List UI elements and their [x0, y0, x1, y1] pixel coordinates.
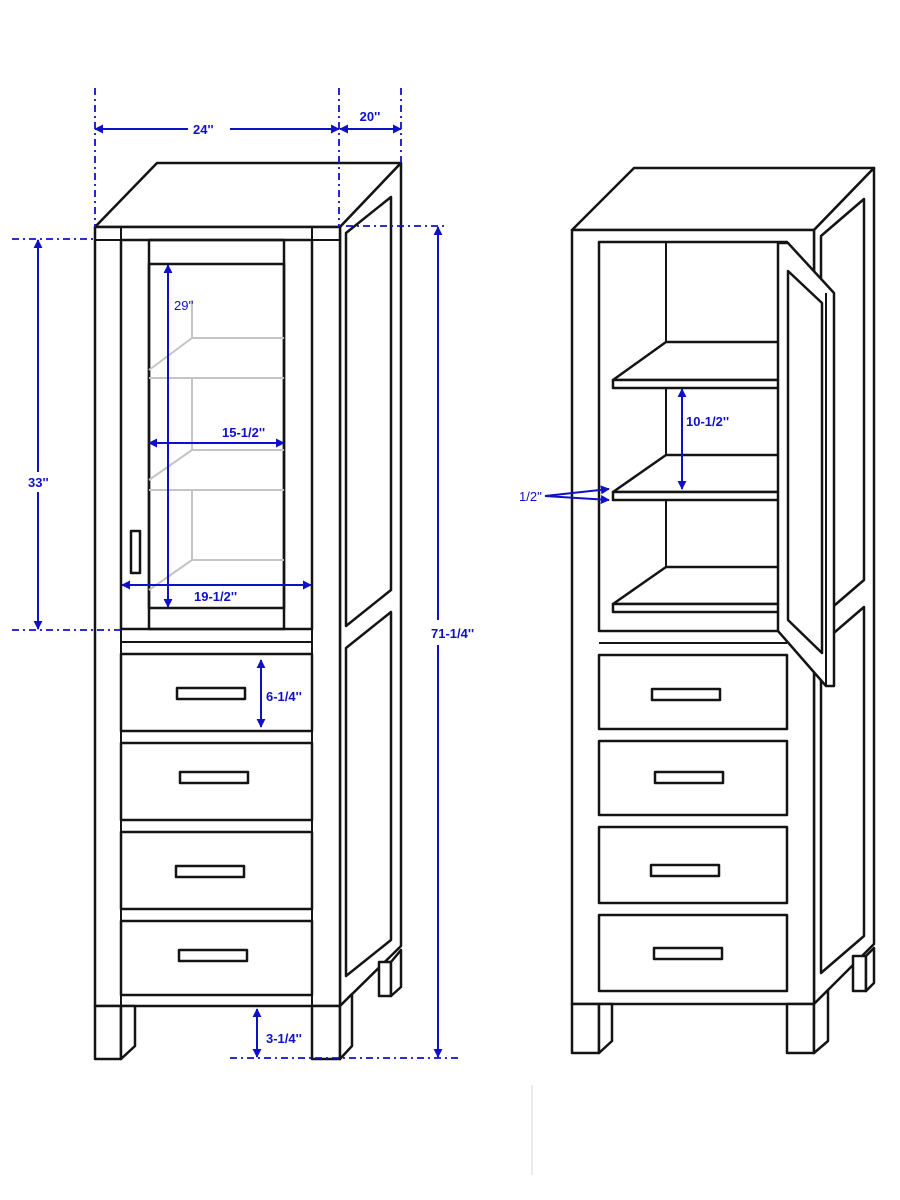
- front-face: [93, 225, 342, 1008]
- leg-back-right-side: [389, 948, 403, 998]
- side-panel-lower: [819, 605, 866, 975]
- door-handle: [129, 529, 142, 575]
- total-height-label: 71-1/4'': [431, 626, 474, 641]
- drawer-2-pull: [178, 770, 250, 785]
- shelves: [611, 340, 789, 614]
- leg-back-right-side: [864, 946, 876, 993]
- drawer-4-pull: [652, 946, 724, 961]
- drawer-1-pull: [650, 687, 722, 702]
- side-panel-upper: [344, 195, 393, 628]
- width-label: 24'': [193, 122, 214, 137]
- drawer-3-pull: [649, 863, 721, 878]
- open-door: [776, 241, 836, 688]
- dimension-arrows: [33, 124, 687, 1058]
- drawer-1: [597, 653, 789, 731]
- glass-pane: [147, 262, 286, 610]
- drawer-height-label: 6-1/4'': [266, 689, 302, 704]
- open-view-cabinet: [570, 166, 876, 1055]
- drawer-3-pull: [174, 864, 246, 879]
- shelf-thickness-arrow-bottom: [544, 495, 610, 504]
- leg-front-right: [310, 1004, 342, 1061]
- leg-front-right: [785, 1002, 816, 1055]
- leg-front-left-side: [119, 1004, 137, 1061]
- open-door-panel: [786, 269, 824, 655]
- drawer-2-pull: [653, 770, 725, 785]
- inner-width-label: 15-1/2'': [222, 425, 265, 440]
- leg-front-right-side: [812, 988, 830, 1055]
- drawer-2: [597, 739, 789, 817]
- shelf-thickness-arrow-top: [544, 485, 610, 497]
- front-view-cabinet: [93, 161, 403, 1061]
- depth-label: 20'': [360, 109, 381, 124]
- leg-front-left: [93, 1004, 123, 1061]
- drawer-1-pull: [175, 686, 247, 701]
- shelf-spacing-label: 10-1/2'': [686, 414, 729, 429]
- door-height-label: 33'': [28, 475, 49, 490]
- leg-back-right: [851, 954, 868, 993]
- leg-front-right-side: [338, 992, 354, 1061]
- leg-front-left: [570, 1002, 601, 1055]
- leg-back-right: [377, 960, 393, 998]
- leg-height-label: 3-1/4'': [266, 1031, 302, 1046]
- door-width-label: 19-1/2'': [194, 589, 237, 604]
- drawers: [597, 653, 789, 993]
- leg-front-left-side: [597, 1002, 614, 1055]
- side-panel-lower: [344, 610, 393, 978]
- shelf-thickness-label: 1/2'': [519, 489, 542, 504]
- dimension-guides: [12, 88, 460, 1059]
- drawer-4-pull: [177, 948, 249, 963]
- glass-height-label: 29'': [174, 298, 193, 313]
- dimension-labels: 24'' 20'' 33'' 71-1/4'' 29'' 15-1/2'' 19…: [28, 109, 729, 1046]
